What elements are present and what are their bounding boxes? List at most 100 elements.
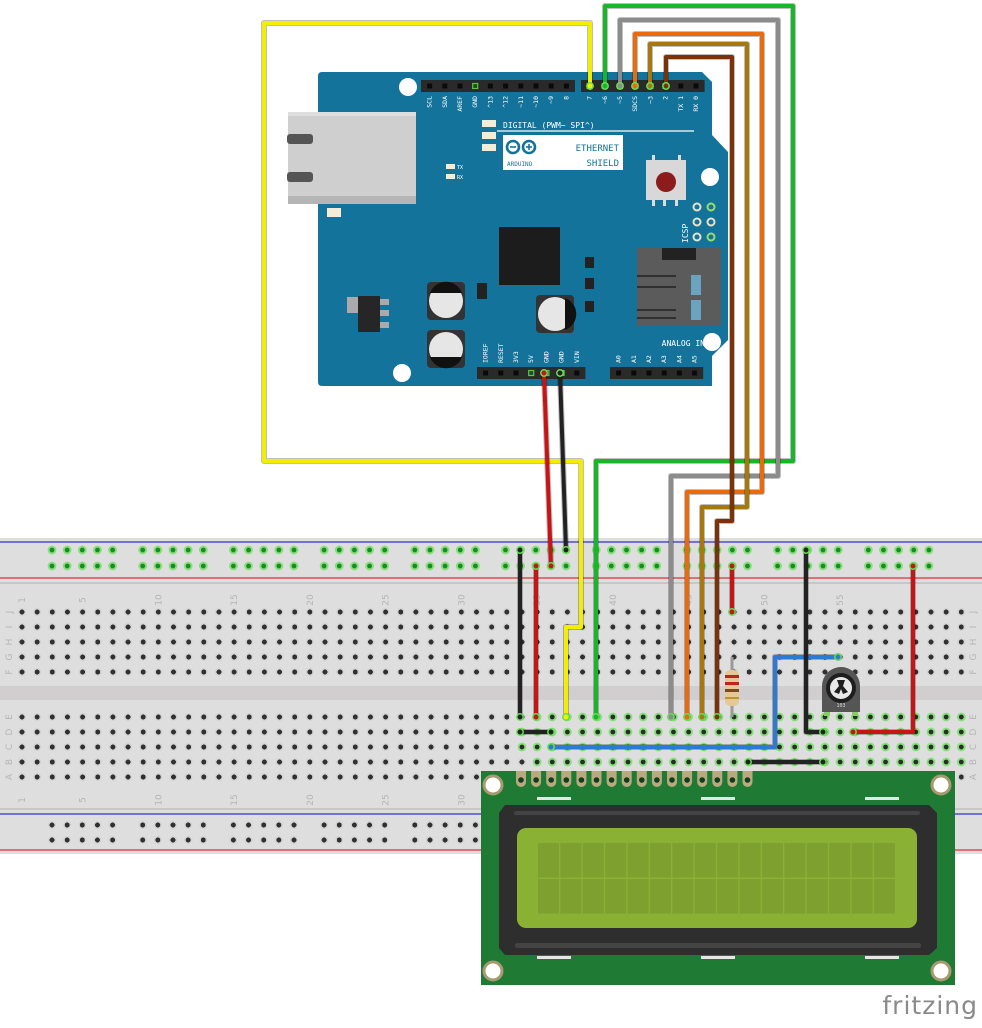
breadboard-hole[interactable]: [245, 712, 254, 722]
breadboard-hole[interactable]: [93, 742, 102, 752]
breadboard-hole[interactable]: [320, 607, 330, 617]
power-rail-hole[interactable]: [350, 545, 359, 555]
power-rail-hole[interactable]: [229, 835, 238, 845]
breadboard-hole[interactable]: [381, 757, 390, 767]
power-rail-hole[interactable]: [622, 561, 631, 571]
header-pin[interactable]: [498, 370, 504, 376]
wire-black-gnd[interactable]: [558, 371, 568, 552]
power-rail-hole[interactable]: [818, 561, 828, 571]
breadboard-hole[interactable]: [108, 607, 118, 617]
breadboard-hole[interactable]: [426, 622, 436, 632]
breadboard-hole[interactable]: [411, 772, 421, 782]
breadboard-hole[interactable]: [654, 622, 663, 632]
header-pin[interactable]: [427, 83, 433, 89]
power-rail-hole[interactable]: [637, 561, 647, 571]
breadboard-hole[interactable]: [623, 622, 633, 632]
breadboard-hole[interactable]: [78, 712, 87, 722]
breadboard-hole[interactable]: [502, 652, 511, 662]
breadboard-hole[interactable]: [457, 637, 466, 647]
breadboard-hole[interactable]: [290, 712, 299, 722]
breadboard-hole[interactable]: [487, 742, 496, 752]
breadboard-hole[interactable]: [63, 712, 72, 722]
power-rail-hole[interactable]: [365, 820, 374, 830]
breadboard-hole[interactable]: [48, 727, 57, 737]
breadboard-hole[interactable]: [17, 607, 27, 617]
breadboard-hole[interactable]: [457, 712, 466, 722]
wire-endpoint[interactable]: [683, 713, 691, 721]
breadboard-hole[interactable]: [154, 622, 163, 632]
breadboard-hole[interactable]: [93, 712, 102, 722]
breadboard-hole[interactable]: [411, 622, 421, 632]
breadboard-hole[interactable]: [411, 757, 421, 767]
breadboard-hole[interactable]: [290, 607, 299, 617]
breadboard-hole[interactable]: [775, 622, 784, 632]
breadboard-hole[interactable]: [275, 667, 284, 677]
breadboard-hole[interactable]: [472, 667, 481, 677]
breadboard-hole[interactable]: [335, 622, 345, 632]
breadboard-hole[interactable]: [184, 757, 193, 767]
potentiometer[interactable]: 103: [822, 667, 860, 716]
breadboard-hole[interactable]: [457, 757, 466, 767]
breadboard-hole[interactable]: [229, 712, 239, 722]
breadboard-hole[interactable]: [108, 712, 118, 722]
power-rail-hole[interactable]: [274, 545, 284, 555]
breadboard-hole[interactable]: [154, 757, 163, 767]
breadboard-hole[interactable]: [48, 607, 57, 617]
breadboard-hole[interactable]: [335, 652, 345, 662]
breadboard-hole[interactable]: [442, 772, 451, 782]
breadboard-hole[interactable]: [48, 757, 57, 767]
wire-endpoint[interactable]: [662, 82, 670, 90]
breadboard-hole[interactable]: [941, 607, 951, 617]
breadboard-hole[interactable]: [245, 727, 254, 737]
breadboard-hole[interactable]: [366, 772, 375, 782]
breadboard-hole[interactable]: [411, 727, 421, 737]
lcd-pin-hole[interactable]: [729, 777, 736, 783]
lcd-pin-hole[interactable]: [714, 777, 721, 783]
breadboard-hole[interactable]: [381, 712, 390, 722]
breadboard-hole[interactable]: [123, 772, 133, 782]
breadboard-hole[interactable]: [108, 742, 118, 752]
breadboard-hole[interactable]: [442, 652, 451, 662]
breadboard-hole[interactable]: [32, 772, 42, 782]
breadboard-hole[interactable]: [502, 712, 511, 722]
breadboard-hole[interactable]: [472, 772, 481, 782]
breadboard-hole[interactable]: [245, 637, 254, 647]
power-rail-hole[interactable]: [319, 835, 329, 845]
breadboard-hole[interactable]: [608, 607, 618, 617]
breadboard-hole[interactable]: [123, 712, 133, 722]
power-rail-hole[interactable]: [410, 835, 419, 845]
breadboard-hole[interactable]: [638, 607, 648, 617]
breadboard-hole[interactable]: [487, 637, 496, 647]
breadboard-hole[interactable]: [214, 607, 224, 617]
power-rail-hole[interactable]: [199, 835, 208, 845]
breadboard-hole[interactable]: [926, 637, 936, 647]
breadboard-hole[interactable]: [654, 637, 663, 647]
breadboard-hole[interactable]: [290, 667, 299, 677]
wire-red-5v[interactable]: [542, 371, 553, 568]
breadboard-hole[interactable]: [275, 652, 284, 662]
breadboard-hole[interactable]: [548, 622, 557, 632]
breadboard-hole[interactable]: [957, 652, 966, 662]
breadboard-hole[interactable]: [926, 607, 936, 617]
power-rail-hole[interactable]: [183, 561, 193, 571]
breadboard-hole[interactable]: [305, 712, 315, 722]
breadboard-hole[interactable]: [366, 652, 375, 662]
breadboard-hole[interactable]: [275, 622, 284, 632]
breadboard-hole[interactable]: [290, 742, 299, 752]
breadboard-hole[interactable]: [245, 652, 254, 662]
breadboard-hole[interactable]: [351, 667, 360, 677]
breadboard-hole[interactable]: [457, 772, 466, 782]
header-pin[interactable]: [503, 83, 509, 89]
breadboard-hole[interactable]: [896, 637, 905, 647]
wire-green-pin6[interactable]: [594, 4, 795, 719]
breadboard-hole[interactable]: [366, 622, 375, 632]
breadboard-hole[interactable]: [426, 772, 436, 782]
breadboard-hole[interactable]: [760, 667, 769, 677]
breadboard-hole[interactable]: [457, 727, 466, 737]
wire-endpoint[interactable]: [540, 369, 548, 377]
wire-endpoint[interactable]: [819, 758, 827, 766]
breadboard-hole[interactable]: [199, 742, 208, 752]
breadboard-hole[interactable]: [851, 637, 860, 647]
breadboard-hole[interactable]: [199, 757, 208, 767]
breadboard-hole[interactable]: [48, 652, 57, 662]
